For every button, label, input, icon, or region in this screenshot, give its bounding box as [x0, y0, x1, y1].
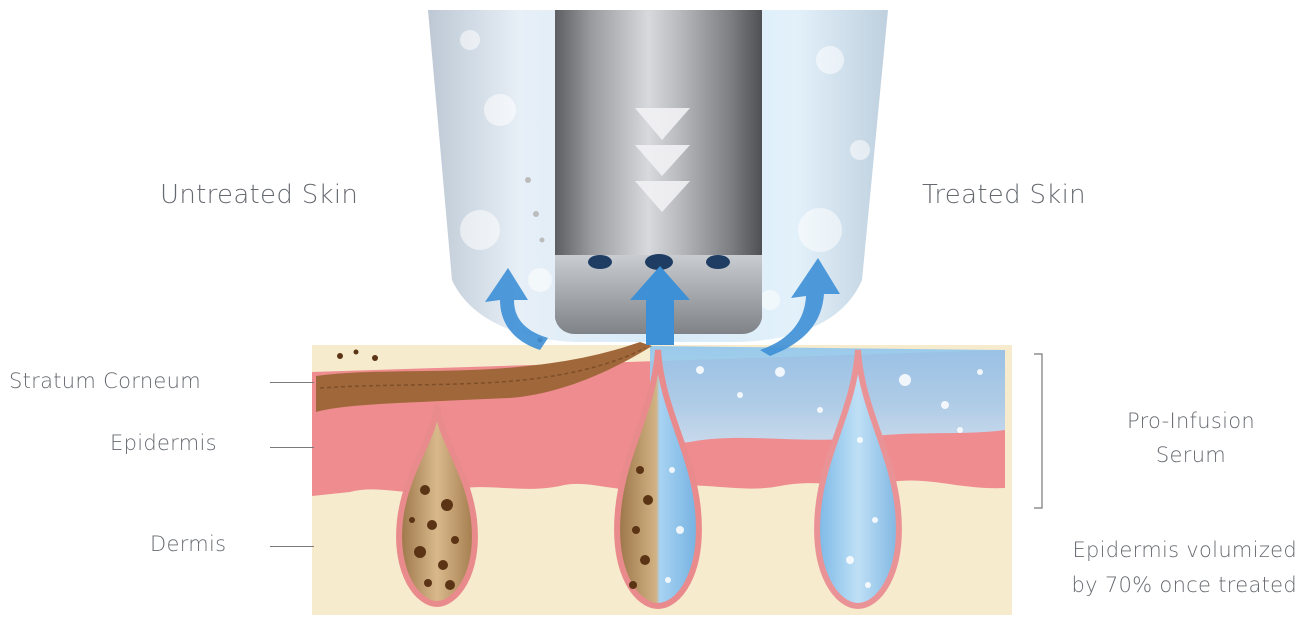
stratum-corneum-leader [270, 382, 314, 383]
pro-infusion-serum-label: Pro-Infusion Serum [1127, 404, 1255, 472]
volume-note-line1: Epidermis volumized [1072, 533, 1297, 568]
serum-label-line1: Pro-Infusion [1127, 404, 1255, 438]
dermis-label: Dermis [150, 532, 226, 556]
treated-skin-label: Treated Skin [922, 180, 1086, 210]
volume-note-line2: by 70% once treated [1072, 568, 1297, 603]
serum-overlay [650, 346, 1005, 446]
serum-label-line2: Serum [1127, 438, 1255, 472]
epidermis-leader [270, 447, 314, 448]
serum-bracket [1034, 354, 1042, 508]
untreated-skin-label: Untreated Skin [160, 180, 358, 210]
stratum-corneum-label: Stratum Corneum [9, 369, 201, 393]
dermis-leader [270, 546, 314, 547]
epidermis-label: Epidermis [110, 431, 217, 455]
epidermis-volume-note: Epidermis volumized by 70% once treated [1072, 533, 1297, 603]
